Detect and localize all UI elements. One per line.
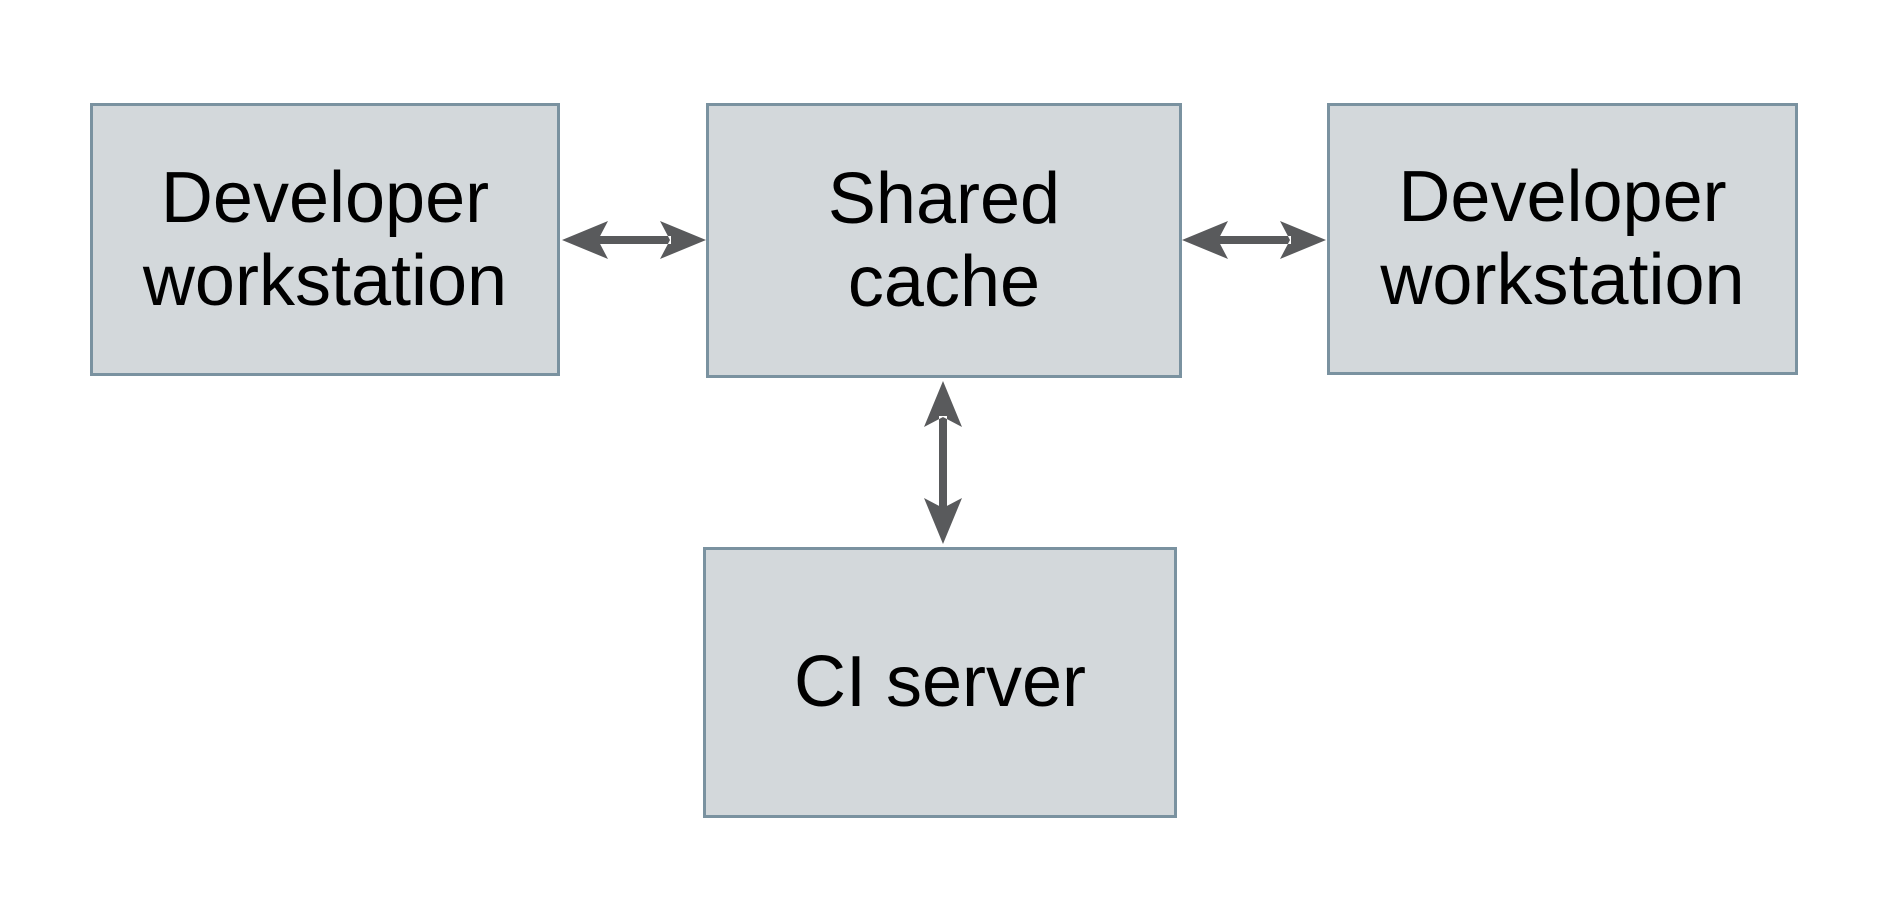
node-developer-workstation-right: Developer workstation (1327, 103, 1798, 375)
double-arrow-horizontal-right-icon (1182, 221, 1326, 259)
double-arrow-shape (924, 381, 962, 544)
node-developer-workstation-left: Developer workstation (90, 103, 560, 376)
node-label: CI server (793, 642, 1087, 723)
node-label: Shared cache (827, 158, 1061, 322)
double-arrow-vertical-icon (924, 381, 962, 544)
double-arrow-horizontal-left-icon (562, 221, 706, 259)
node-label: Developer workstation (1380, 157, 1745, 320)
node-shared-cache: Shared cache (706, 103, 1182, 378)
double-arrow-shape (562, 221, 706, 259)
node-ci-server: CI server (703, 547, 1177, 818)
double-arrow-shape (1182, 221, 1326, 259)
node-label: Developer workstation (142, 157, 508, 321)
